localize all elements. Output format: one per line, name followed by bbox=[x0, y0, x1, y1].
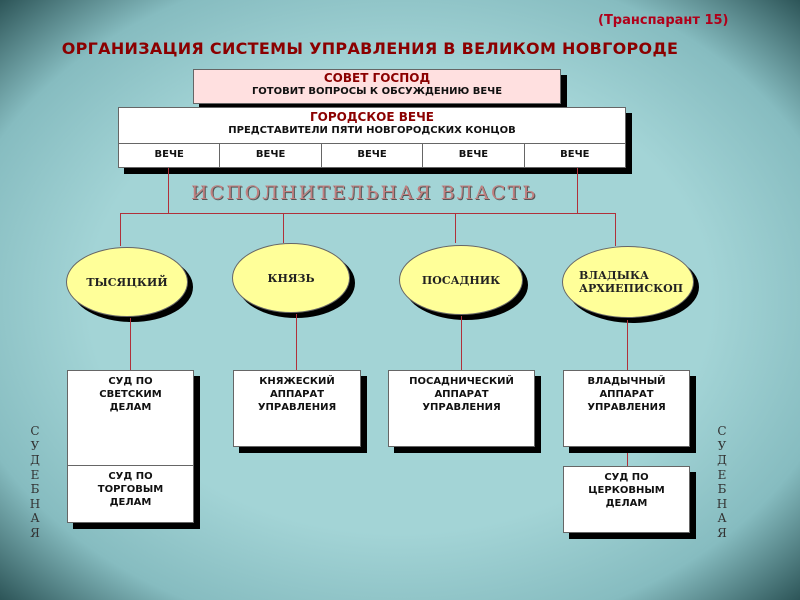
sovet-title: СОВЕТ ГОСПОД bbox=[323, 71, 431, 85]
connector bbox=[461, 316, 462, 370]
connector bbox=[577, 168, 578, 213]
veche-title: ГОРОДСКОЕ ВЕЧЕ bbox=[310, 110, 434, 124]
sud-torgovym: СУД ПО ТОРГОВЫМ ДЕЛАМ bbox=[97, 471, 164, 508]
connector bbox=[120, 213, 616, 214]
connector bbox=[627, 447, 628, 466]
veche-cell: ВЕЧЕ bbox=[154, 149, 184, 160]
sovet-gospod-box: СОВЕТ ГОСПОД ГОТОВИТ ВОПРОСЫ К ОБСУЖДЕНИ… bbox=[193, 69, 561, 104]
connector bbox=[627, 320, 628, 370]
executive-power-label: ИСПОЛНИТЕЛЬНАЯ ВЛАСТЬ bbox=[190, 182, 537, 204]
connector bbox=[296, 314, 297, 370]
gorodskoe-veche-box: ГОРОДСКОЕ ВЕЧЕ ПРЕДСТАВИТЕЛИ ПЯТИ НОВГОР… bbox=[118, 107, 626, 168]
sud-cerkovnym: СУД ПО ЦЕРКОВНЫМ ДЕЛАМ bbox=[563, 466, 690, 533]
sud-svetskim: СУД ПО СВЕТСКИМ ДЕЛАМ bbox=[68, 371, 193, 466]
sovet-subtitle: ГОТОВИТ ВОПРОСЫ К ОБСУЖДЕНИЮ ВЕЧЕ bbox=[251, 86, 503, 97]
veche-subtitle: ПРЕДСТАВИТЕЛИ ПЯТИ НОВГОРОДСКИХ КОНЦОВ bbox=[228, 125, 516, 136]
page-title: ОРГАНИЗАЦИЯ СИСТЕМЫ УПРАВЛЕНИЯ В ВЕЛИКОМ… bbox=[61, 39, 679, 58]
veche-cell: ВЕЧЕ bbox=[422, 144, 523, 168]
official-tysyatsky: ТЫСЯЦКИЙ bbox=[66, 247, 188, 317]
veche-cell: ВЕЧЕ bbox=[320, 144, 422, 168]
knyazh-apparat: КНЯЖЕСКИЙ АППАРАТ УПРАВЛЕНИЯ bbox=[233, 370, 361, 447]
vlad-apparat: ВЛАДЫЧНЫЙ АППАРАТ УПРАВЛЕНИЯ bbox=[563, 370, 690, 447]
connector bbox=[615, 213, 616, 246]
official-knyaz: КНЯЗЬ bbox=[232, 243, 350, 313]
connector bbox=[455, 213, 456, 243]
transparency-label: (Транспарант 15) bbox=[598, 13, 729, 28]
connector bbox=[168, 168, 169, 213]
official-vladyka: ВЛАДЫКА АРХИЕПИСКОП bbox=[562, 246, 694, 318]
official-posadnik: ПОСАДНИК bbox=[399, 245, 523, 315]
connector bbox=[283, 213, 284, 243]
veche-cell: ВЕЧЕ bbox=[523, 144, 625, 168]
connector bbox=[130, 318, 131, 370]
sud-box: СУД ПО СВЕТСКИМ ДЕЛАМ СУД ПО ТОРГОВЫМ ДЕ… bbox=[67, 370, 194, 523]
connector bbox=[120, 213, 121, 246]
veche-cell: ВЕЧЕ bbox=[219, 144, 320, 168]
posad-apparat: ПОСАДНИЧЕСКИЙ АППАРАТ УПРАВЛЕНИЯ bbox=[388, 370, 535, 447]
